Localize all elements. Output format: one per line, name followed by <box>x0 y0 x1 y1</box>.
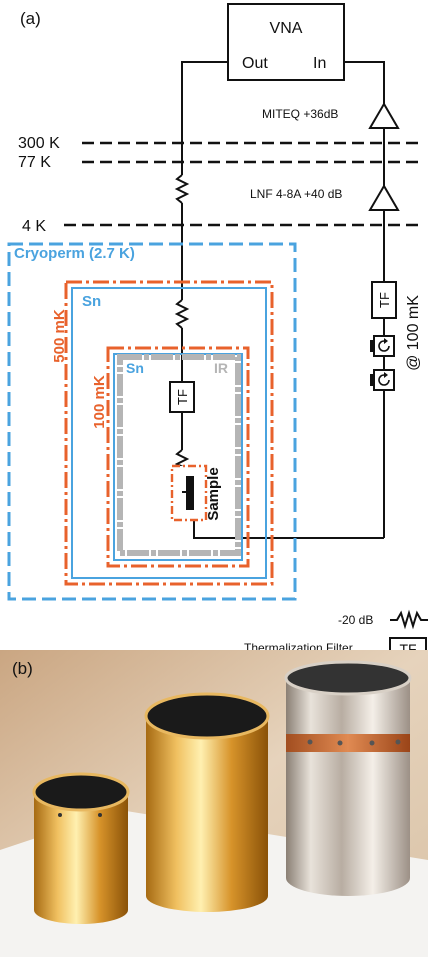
vna-out-label: Out <box>242 55 268 72</box>
sample-chip <box>186 476 194 510</box>
amplifier-miteq-label: MITEQ +36dB <box>262 107 338 121</box>
ir-label: IR <box>214 360 228 376</box>
isolator-1-icon <box>370 335 395 357</box>
sample-label: Sample <box>205 467 222 520</box>
vna-in-label: In <box>313 55 326 72</box>
cryoperm-shield <box>7 242 297 601</box>
panel-a-label: (a) <box>20 9 41 28</box>
shield-500mk <box>64 280 274 586</box>
large-silver-cylinder <box>284 660 412 896</box>
amplifier-lnf-icon <box>368 184 400 211</box>
readout-line <box>193 61 385 539</box>
legend-attenuator-icon <box>390 609 428 630</box>
ir-shield <box>117 354 241 556</box>
cryostat-wiring-diagram: (a) VNA Out In TF MITEQ +36dB LNF 4-8A +… <box>7 3 428 650</box>
amplifier-miteq-icon <box>368 102 400 129</box>
thermalization-filter-box <box>169 381 195 413</box>
vna-title: VNA <box>270 20 303 37</box>
panel-b-label: (b) <box>12 659 33 678</box>
legend-filter-box <box>389 637 427 650</box>
legend-filter-symbol: TF <box>399 641 416 650</box>
thermalization-filter-label: TF <box>175 389 190 405</box>
stage-77k-label: 77 K <box>18 154 51 171</box>
sn-outer-shield <box>71 287 267 579</box>
small-gold-cylinder <box>32 772 130 924</box>
isolator-stage-label: @ 100 mK <box>405 295 422 371</box>
cryoperm-label: Cryoperm (2.7 K) <box>14 245 135 262</box>
amplifier-lnf-label: LNF 4-8A +40 dB <box>250 187 342 201</box>
medium-gold-cylinder <box>144 692 270 912</box>
sn-outer-label: Sn <box>82 293 101 310</box>
drive-line <box>174 61 228 492</box>
readout-filter-label: TF <box>377 292 392 308</box>
attenuator-4k <box>174 174 190 204</box>
readout-filter-box <box>371 281 397 319</box>
legend-attenuator-label: -20 dB <box>338 613 373 627</box>
shield-photograph: (b) <box>0 650 428 957</box>
stage-500mk-label: 500 mK <box>51 309 68 363</box>
attenuator-500mk <box>174 299 190 329</box>
stage-4k-label: 4 K <box>22 218 46 235</box>
vna-box <box>227 3 345 81</box>
temperature-stage-lines <box>64 141 424 227</box>
isolator-2-icon <box>370 369 395 391</box>
stage-100mk-label: 100 mK <box>91 375 108 429</box>
shield-100mk <box>106 346 250 568</box>
sn-inner-label: Sn <box>126 360 144 376</box>
legend-filter-label: Thermalization Filter <box>244 641 353 650</box>
stage-300k-label: 300 K <box>18 135 60 152</box>
